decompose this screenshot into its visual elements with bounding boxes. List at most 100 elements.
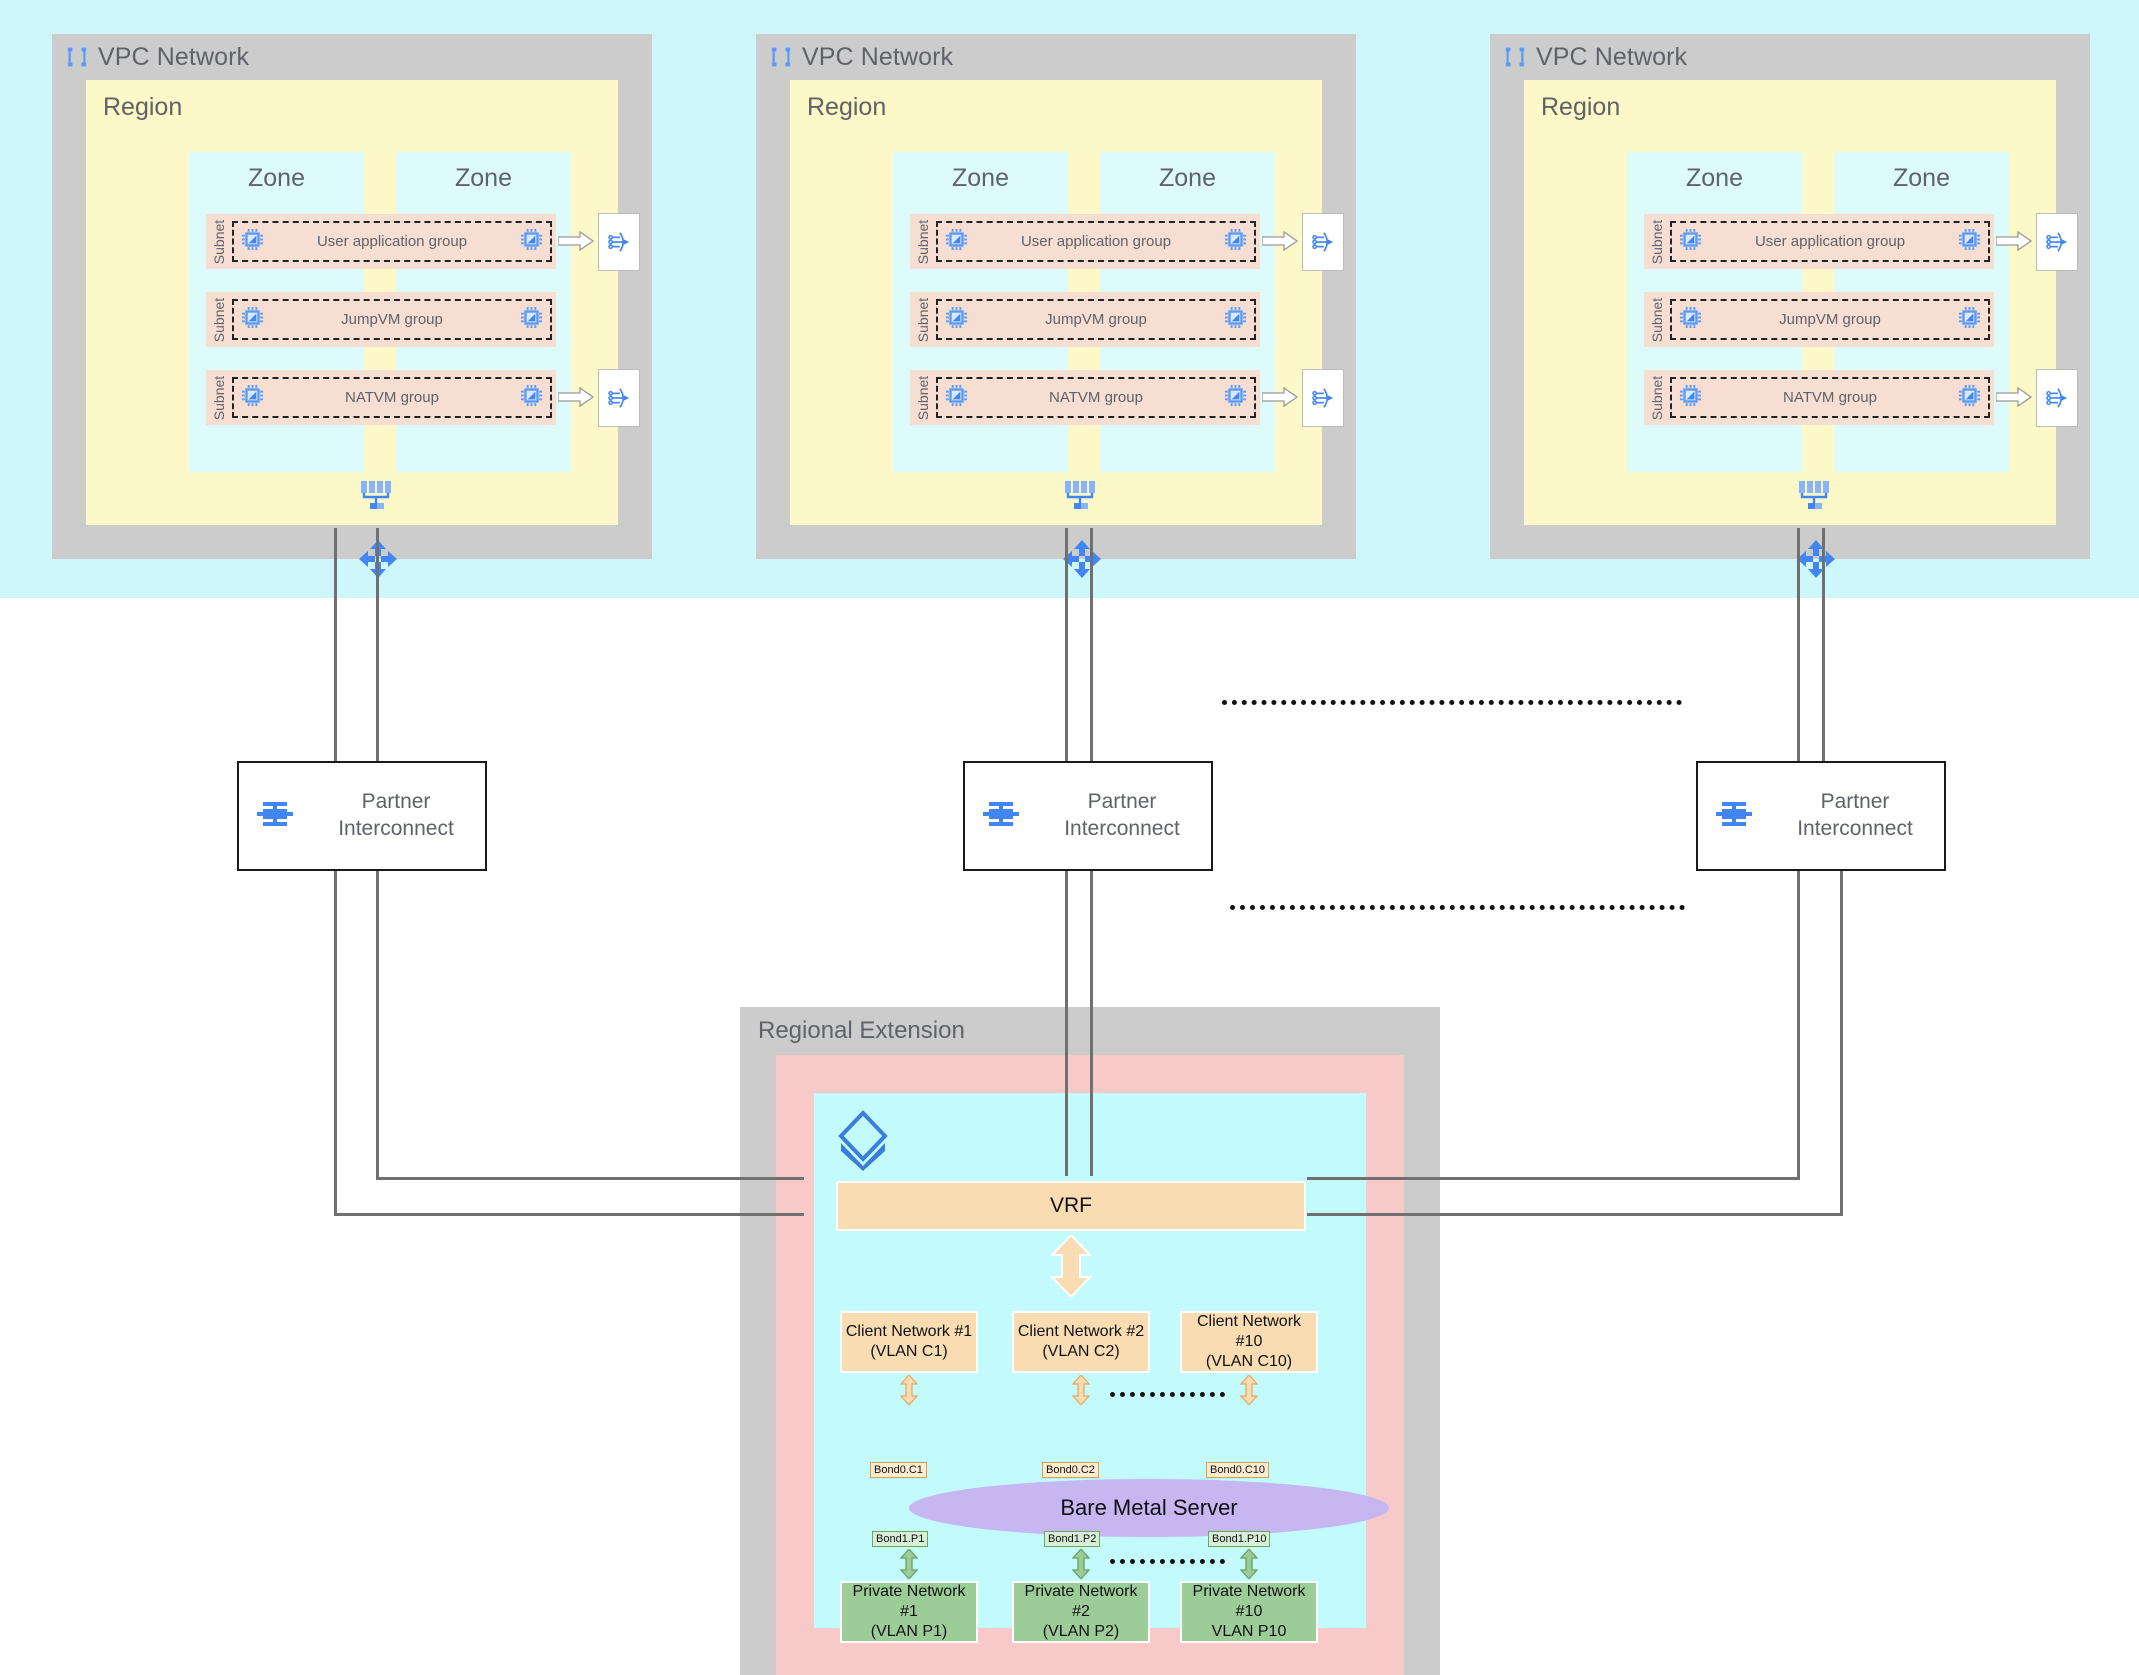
link-router2-pi2-b — [1090, 528, 1093, 761]
bond-label-c2: Bond0.C2 — [1042, 1462, 1099, 1478]
client-network-10[interactable]: Client Network #10 (VLAN C10) — [1180, 1311, 1318, 1373]
vm-group-user-application: User application group — [232, 221, 552, 262]
cloud-nat-2-1 — [1302, 213, 1344, 271]
partner-interconnect-1[interactable]: Partner Interconnect — [237, 761, 487, 871]
zone-title-2b: Zone — [1159, 164, 1216, 192]
client-network-name: Client Network #1 — [845, 1322, 973, 1340]
vpc-network-icon — [1504, 46, 1526, 68]
private-bond-arrow-2 — [1071, 1548, 1091, 1580]
vm-chip-icon — [1224, 228, 1247, 256]
link-router3-pi3-b — [1822, 528, 1825, 761]
link-router3-pi3-a — [1797, 528, 1800, 761]
regional-extension-layers-icon — [834, 1109, 892, 1171]
bare-metal-server[interactable]: Bare Metal Server — [909, 1479, 1389, 1537]
zone-title-1b: Zone — [455, 164, 512, 192]
subnet-2-3: Subnet NATVM group — [910, 370, 1260, 425]
vm-group-jumpvm: JumpVM group — [1670, 299, 1990, 340]
vm-group-natvm: NATVM group — [936, 377, 1256, 418]
bond-label-p2: Bond1.P2 — [1044, 1531, 1101, 1547]
flow-arrow — [1261, 386, 1299, 408]
zone-title-3b: Zone — [1893, 164, 1950, 192]
zone-title-3a: Zone — [1686, 164, 1743, 192]
client-network-1[interactable]: Client Network #1 (VLAN C1) — [840, 1311, 978, 1373]
vm-group-label: NATVM group — [1049, 389, 1143, 406]
ellipsis-line-top — [1222, 700, 1682, 705]
cloud-nat-3-2 — [2036, 369, 2078, 427]
partner-interconnect-icon — [981, 797, 1021, 836]
link-pi3-h-b — [1307, 1213, 1843, 1216]
subnet-label: Subnet — [915, 297, 931, 342]
cloud-nat-icon — [608, 388, 630, 408]
flow-arrow — [557, 230, 595, 252]
vrf-label: VRF — [1050, 1194, 1092, 1217]
region-title-1: Region — [103, 93, 183, 121]
private-network-2[interactable]: Private Network #2 (VLAN P2) — [1012, 1581, 1150, 1643]
partner-interconnect-label-3: Partner Interconnect — [1797, 790, 1913, 840]
vpc-title-1: VPC Network — [98, 42, 250, 71]
vm-group-user-application: User application group — [936, 221, 1256, 262]
vm-group-natvm: NATVM group — [1670, 377, 1990, 418]
private-network-vlan: VLAN P10 — [1211, 1623, 1287, 1641]
partner-interconnect-3[interactable]: Partner Interconnect — [1696, 761, 1946, 871]
private-bond-arrow-1 — [899, 1548, 919, 1580]
vpc-network-icon — [66, 46, 88, 68]
link-pi1-down-b — [376, 871, 379, 1179]
flow-arrow — [557, 386, 595, 408]
vpc-header-3: VPC Network — [1490, 34, 2090, 80]
vm-chip-icon — [1679, 306, 1702, 334]
flow-arrow — [1261, 230, 1299, 252]
link-pi3-h-a — [1307, 1177, 1800, 1180]
link-router1-pi1-a — [334, 528, 337, 761]
vm-chip-icon — [241, 384, 264, 412]
cloud-nat-icon — [1312, 232, 1334, 252]
subnet-label: Subnet — [915, 219, 931, 264]
vpc-network-icon — [770, 46, 792, 68]
vm-chip-icon — [1958, 306, 1981, 334]
cloud-router-icon — [1796, 539, 1836, 579]
vm-chip-icon — [945, 228, 968, 256]
vm-chip-icon — [520, 306, 543, 334]
subnet-2-2: Subnet JumpVM group — [910, 292, 1260, 347]
partner-interconnect-icon — [255, 797, 295, 836]
vm-group-label: NATVM group — [345, 389, 439, 406]
regional-extension-cyan-layer: VRF Client Network #1 (VLAN C1) Client N… — [814, 1093, 1389, 1643]
vm-chip-icon — [520, 384, 543, 412]
private-ellipsis — [1110, 1559, 1225, 1564]
client-network-2[interactable]: Client Network #2 (VLAN C2) — [1012, 1311, 1150, 1373]
vm-chip-icon — [1679, 228, 1702, 256]
vm-group-user-application: User application group — [1670, 221, 1990, 262]
regional-extension-title: Regional Extension — [758, 1017, 965, 1044]
subnet-2-1: Subnet User application group — [910, 214, 1260, 269]
vm-chip-icon — [1958, 228, 1981, 256]
subnet-1-3: Subnet NATVM group — [206, 370, 556, 425]
cloud-nat-2-2 — [1302, 369, 1344, 427]
private-network-number: #10 — [1235, 1602, 1263, 1620]
vm-chip-icon — [945, 384, 968, 412]
cloud-nat-1-2 — [598, 369, 640, 427]
subnet-label: Subnet — [915, 375, 931, 420]
link-pi2-down-a — [1065, 871, 1068, 1176]
vm-group-jumpvm: JumpVM group — [232, 299, 552, 340]
subnet-3-2: Subnet JumpVM group — [1644, 292, 1994, 347]
vm-chip-icon — [520, 228, 543, 256]
cloud-nat-icon — [2046, 232, 2068, 252]
partner-interconnect-label-1: Partner Interconnect — [338, 790, 454, 840]
vpc-network-3: VPC Network Region Zone Zone Subnet User… — [1490, 34, 2090, 578]
private-network-10[interactable]: Private Network #10 VLAN P10 — [1180, 1581, 1318, 1643]
subnet-label: Subnet — [1649, 219, 1665, 264]
cloud-nat-icon — [2046, 388, 2068, 408]
region-title-3: Region — [1541, 93, 1621, 121]
region-3: Region Zone Zone Subnet User application… — [1524, 80, 2078, 578]
partner-interconnect-2[interactable]: Partner Interconnect — [963, 761, 1213, 871]
client-network-vlan: (VLAN C2) — [1042, 1343, 1120, 1360]
subnet-label: Subnet — [211, 297, 227, 342]
private-network-1[interactable]: Private Network #1 (VLAN P1) — [840, 1581, 978, 1643]
vm-group-label: NATVM group — [1783, 389, 1877, 406]
region-2: Region Zone Zone Subnet User application… — [790, 80, 1344, 578]
vrf-box[interactable]: VRF — [836, 1181, 1306, 1231]
vm-group-label: User application group — [1754, 233, 1906, 250]
link-pi2-down-b — [1090, 871, 1093, 1176]
client-network-name: Client Network #10 — [1196, 1312, 1302, 1350]
bond-label-p10: Bond1.P10 — [1208, 1531, 1271, 1547]
network-hub-icon — [1797, 481, 1833, 511]
